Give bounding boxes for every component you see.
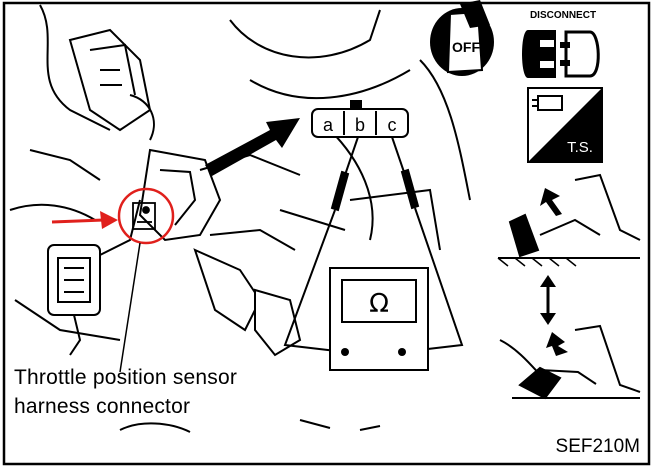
terminal-block: a b c bbox=[311, 100, 409, 138]
sensor-caption: Throttle position sensor harness connect… bbox=[14, 363, 237, 421]
connector-highlight-circle bbox=[117, 187, 175, 245]
caption-line-2: harness connector bbox=[14, 395, 191, 418]
figure-id: SEF210M bbox=[555, 436, 640, 457]
meter-jack-left bbox=[341, 348, 349, 356]
ignition-off-label: OFF bbox=[452, 39, 480, 55]
tester-icon: T.S. bbox=[527, 87, 603, 163]
terminal-a-label: a bbox=[323, 115, 334, 135]
ignition-key-off-icon: OFF bbox=[430, 0, 494, 76]
sensor-connector-detail bbox=[132, 202, 156, 230]
harness-connector-illustration bbox=[47, 199, 141, 356]
connector-disconnect-icon: DISCONNECT bbox=[522, 10, 600, 78]
tester-label: T.S. bbox=[567, 139, 593, 156]
ohmmeter: Ω bbox=[329, 267, 429, 371]
meter-jack-right bbox=[398, 348, 406, 356]
caption-leader-line bbox=[119, 242, 141, 373]
terminal-c-label: c bbox=[388, 115, 397, 135]
red-pointer-arrow-icon bbox=[51, 211, 118, 229]
disconnect-label: DISCONNECT bbox=[530, 10, 596, 21]
accelerator-pedal-icon bbox=[497, 173, 641, 400]
ohm-symbol: Ω bbox=[369, 289, 389, 319]
black-pointer-arrow-icon bbox=[205, 118, 300, 176]
engine-illustration bbox=[9, 4, 471, 433]
caption-line-1: Throttle position sensor bbox=[14, 366, 238, 389]
terminal-b-label: b bbox=[355, 115, 365, 135]
